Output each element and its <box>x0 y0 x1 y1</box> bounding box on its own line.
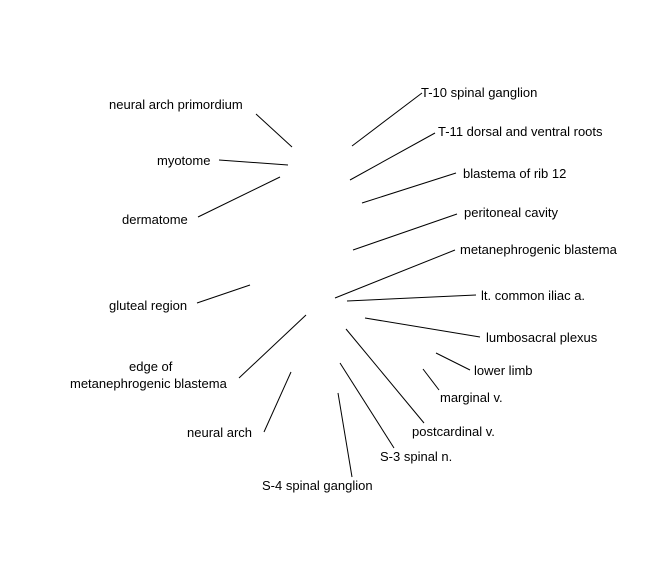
label-s3-spinal-n: S-3 spinal n. <box>380 449 453 464</box>
leader-t11-roots <box>349 132 436 181</box>
leader-common-iliac <box>346 294 477 302</box>
label-metanephrogenic-blastema-edge: metanephrogenic blastema <box>70 376 227 391</box>
label-lower-limb: lower limb <box>474 363 533 378</box>
leader-postcardinal-v <box>345 328 425 424</box>
label-neural-arch-primordium: neural arch primordium <box>109 97 243 112</box>
label-lumbosacral-plexus: lumbosacral plexus <box>486 330 598 345</box>
label-peritoneal-cavity: peritoneal cavity <box>464 205 558 220</box>
leader-neural-arch <box>263 371 292 433</box>
leader-gluteal-region <box>196 284 251 304</box>
leader-peritoneal-cavity <box>352 213 458 251</box>
leader-metanephrogenic-blastema <box>334 249 456 299</box>
leader-t10-spinal-ganglion <box>351 92 423 147</box>
label-dermatome: dermatome <box>122 212 188 227</box>
label-edge-of: edge of <box>129 359 173 374</box>
label-neural-arch: neural arch <box>187 425 253 440</box>
label-gluteal-region: gluteal region <box>109 298 188 313</box>
leader-neural-arch-primordium <box>255 113 293 148</box>
leader-dermatome <box>197 176 281 218</box>
leader-myotome <box>218 159 289 166</box>
leader-lumbosacral-plexus <box>364 317 481 338</box>
label-blastema-rib12: blastema of rib 12 <box>463 166 567 181</box>
label-s4-spinal-ganglion: S-4 spinal ganglion <box>262 478 373 493</box>
leader-edge-metanephrogenic-blastema <box>238 314 307 379</box>
leader-s4-spinal-ganglion <box>337 392 353 478</box>
label-marginal-v: marginal v. <box>440 390 503 405</box>
leader-lower-limb <box>435 352 471 371</box>
label-postcardinal-v: postcardinal v. <box>412 424 495 439</box>
label-t11-roots: T-11 dorsal and ventral roots <box>438 124 603 139</box>
label-t10-spinal-ganglion: T-10 spinal ganglion <box>421 85 538 100</box>
label-myotome: myotome <box>157 153 211 168</box>
leader-s3-spinal-n <box>339 362 395 449</box>
leader-blastema-rib12 <box>361 172 457 204</box>
label-metanephrogenic-blastema: metanephrogenic blastema <box>460 242 617 257</box>
leader-marginal-v <box>422 368 440 391</box>
label-common-iliac: lt. common iliac a. <box>481 288 586 303</box>
